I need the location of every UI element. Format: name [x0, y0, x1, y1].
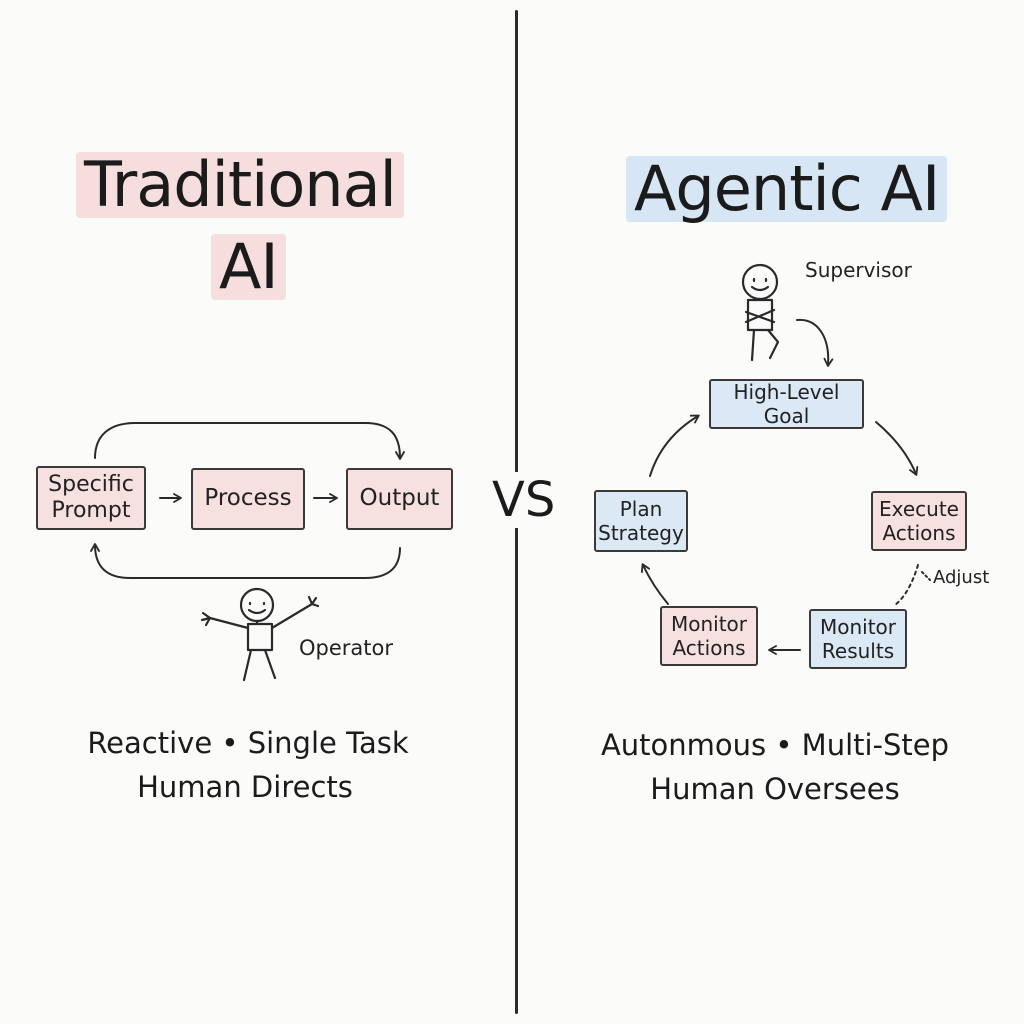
arrow-supervisor-to-goal [797, 320, 828, 365]
arrow-top-loop [95, 423, 400, 458]
arrow-bottom-loop [95, 545, 400, 578]
supervisor-stick-figure [743, 265, 778, 360]
arrow-execute-to-results [895, 565, 918, 605]
arrow-plan-to-goal [650, 416, 698, 476]
operator-stick-figure [202, 589, 318, 680]
arrow-goal-to-execute [876, 422, 916, 474]
arrow-monitor-actions-to-plan [643, 565, 668, 604]
adjust-tick [922, 572, 930, 580]
